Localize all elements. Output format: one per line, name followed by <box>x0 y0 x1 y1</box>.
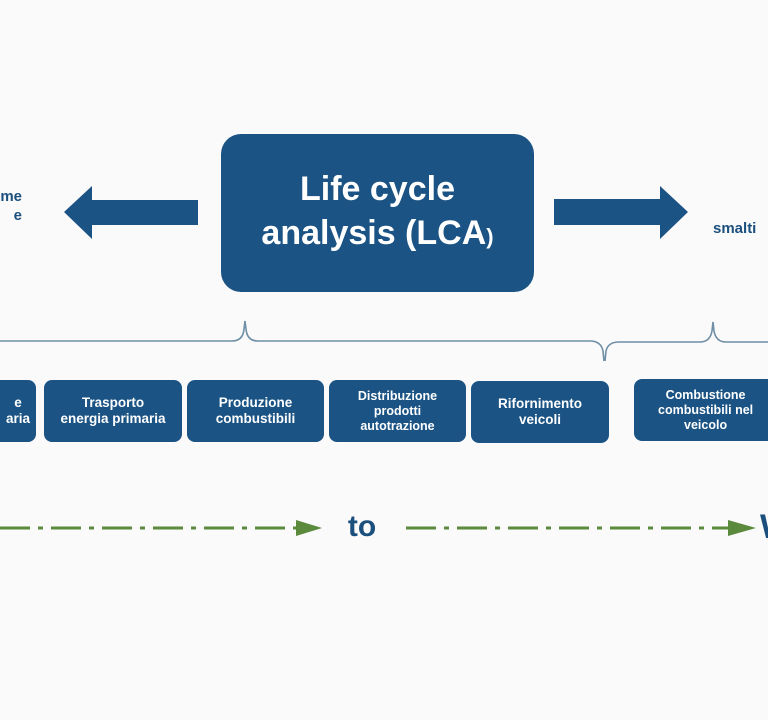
right-cut-text: smalti <box>713 220 757 237</box>
left-cut-text: me e <box>0 188 22 224</box>
flow-arrow-left <box>0 520 322 536</box>
flow-end-label: W <box>760 505 768 549</box>
left-brace <box>0 320 605 362</box>
right-brace <box>604 321 768 362</box>
flow-to-label: to <box>347 510 377 543</box>
lca-title-line2: analysis (LCA) <box>261 214 494 252</box>
brace-lines <box>0 320 768 362</box>
lca-title-line1: Life cycle <box>300 170 455 208</box>
lca-title-box: Life cycle analysis (LCA) <box>221 134 534 292</box>
left-arrow <box>64 186 198 239</box>
right-arrow <box>554 186 688 239</box>
flow-arrow-right <box>406 520 756 536</box>
